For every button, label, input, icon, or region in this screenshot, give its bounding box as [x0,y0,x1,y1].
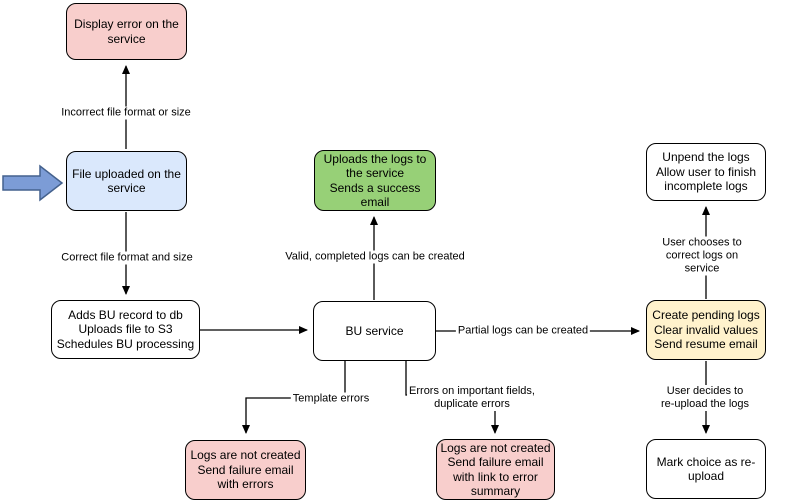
edge-label-incorrect-file-format: Incorrect file format or size [59,106,193,120]
edge-label-template-errors: Template errors [290,392,372,406]
node-display-error-on-service: Display error on the service [66,3,187,60]
edge-label-user-corrects-on-service: User chooses to correct logs on service [652,236,752,276]
node-logs-not-created-with-errors: Logs are not created Send failure email … [185,440,306,500]
node-logs-not-created-error-summary: Logs are not created Send failure email … [436,439,555,500]
node-file-uploaded-on-service: File uploaded on the service [66,151,187,211]
node-bu-service: BU service [313,301,436,361]
node-mark-choice-reupload: Mark choice as re- upload [646,439,766,499]
edge-label-user-reuploads: User decides to re-upload the logs [657,385,753,411]
edge-label-important-field-errors: Errors on important fields, duplicate er… [407,385,537,411]
edge-label-correct-file-format: Correct file format and size [59,251,195,265]
entry-arrow-icon [2,164,64,202]
node-adds-bu-record: Adds BU record to db Uploads file to S3 … [51,300,200,359]
node-create-pending-logs: Create pending logs Clear invalid values… [646,300,766,360]
node-uploads-logs-success: Uploads the logs to the service Sends a … [314,150,436,211]
node-unpend-logs: Unpend the logs Allow user to finish inc… [646,143,766,201]
edge-label-valid-completed-logs: Valid, completed logs can be created [283,250,467,264]
edge-label-partial-logs: Partial logs can be created [455,324,591,338]
